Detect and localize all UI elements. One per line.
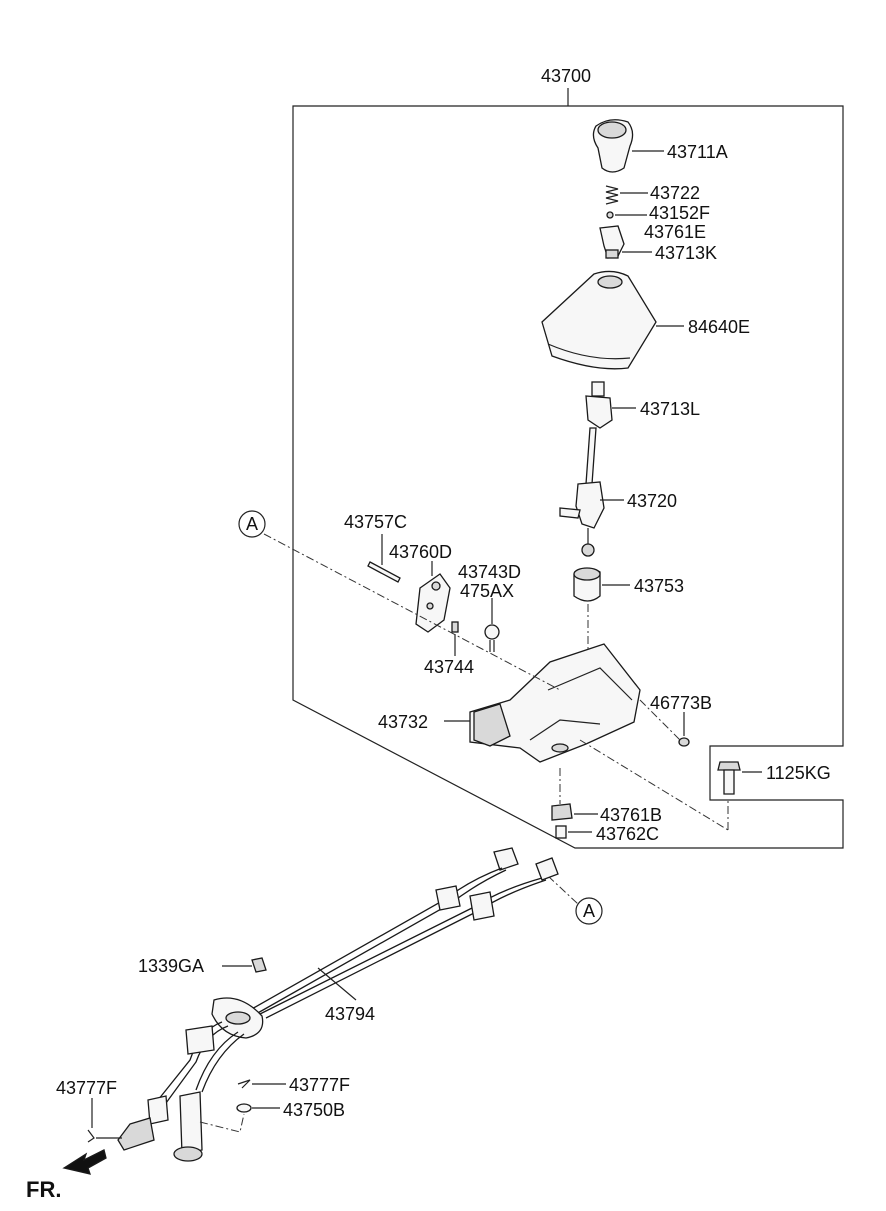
shift-cable-assembly xyxy=(117,847,559,1162)
lower-bushing xyxy=(551,803,598,839)
assembly-boundary xyxy=(292,88,844,849)
ref-marker-a-upper: A xyxy=(238,510,266,538)
shift-boot xyxy=(541,270,684,370)
label-43711A: 43711A xyxy=(667,142,728,162)
mounting-bolt xyxy=(717,761,762,795)
lever-bushing xyxy=(573,567,630,602)
label-43713K: 43713K xyxy=(655,243,717,263)
label-43743D: 43743D xyxy=(458,562,521,582)
label-1125KG: 1125KG xyxy=(766,763,831,783)
cable-clip-right xyxy=(237,1079,286,1089)
label-43757C: 43757C xyxy=(344,512,407,532)
label-43777F-left: 43777F xyxy=(56,1078,117,1098)
label-1339GA: 1339GA xyxy=(138,956,204,976)
small-ball xyxy=(606,211,647,219)
label-43722: 43722 xyxy=(650,183,700,203)
label-43713L: 43713L xyxy=(640,399,700,419)
base-nut xyxy=(678,712,690,747)
label-475AX: 475AX xyxy=(460,581,514,601)
label-43152F: 43152F xyxy=(649,203,710,223)
shift-lever xyxy=(559,381,636,557)
cable-nut xyxy=(251,957,267,973)
label-43744: 43744 xyxy=(424,657,474,677)
shifter-base xyxy=(444,643,641,763)
selector-bracket xyxy=(415,561,451,633)
label-43720: 43720 xyxy=(627,491,677,511)
push-button xyxy=(599,225,652,259)
shift-knob xyxy=(592,119,664,173)
cable-clip-left xyxy=(87,1098,122,1143)
cable-washer xyxy=(199,1103,280,1133)
ref-marker-a-lower: A xyxy=(575,897,603,925)
ref-marker-a-upper-text: A xyxy=(246,514,258,534)
small-pin xyxy=(451,621,459,656)
label-46773B: 46773B xyxy=(650,693,712,713)
label-43753: 43753 xyxy=(634,576,684,596)
pivot-pin xyxy=(367,534,401,583)
spring xyxy=(605,185,648,205)
front-label: FR. xyxy=(26,1177,61,1202)
retaining-clip xyxy=(484,598,500,652)
label-43777F-right: 43777F xyxy=(289,1075,350,1095)
label-assembly-43700: 43700 xyxy=(541,66,591,86)
label-43732: 43732 xyxy=(378,712,428,732)
front-direction-arrow: FR. xyxy=(26,1149,107,1202)
alignment-lines xyxy=(263,533,729,905)
label-43794: 43794 xyxy=(325,1004,375,1024)
label-43761B: 43761B xyxy=(600,805,662,825)
label-43761E: 43761E xyxy=(644,222,706,242)
ref-marker-a-lower-text: A xyxy=(583,901,595,921)
label-43762C: 43762C xyxy=(596,824,659,844)
label-43760D: 43760D xyxy=(389,542,452,562)
label-84640E: 84640E xyxy=(688,317,750,337)
label-43750B: 43750B xyxy=(283,1100,345,1120)
